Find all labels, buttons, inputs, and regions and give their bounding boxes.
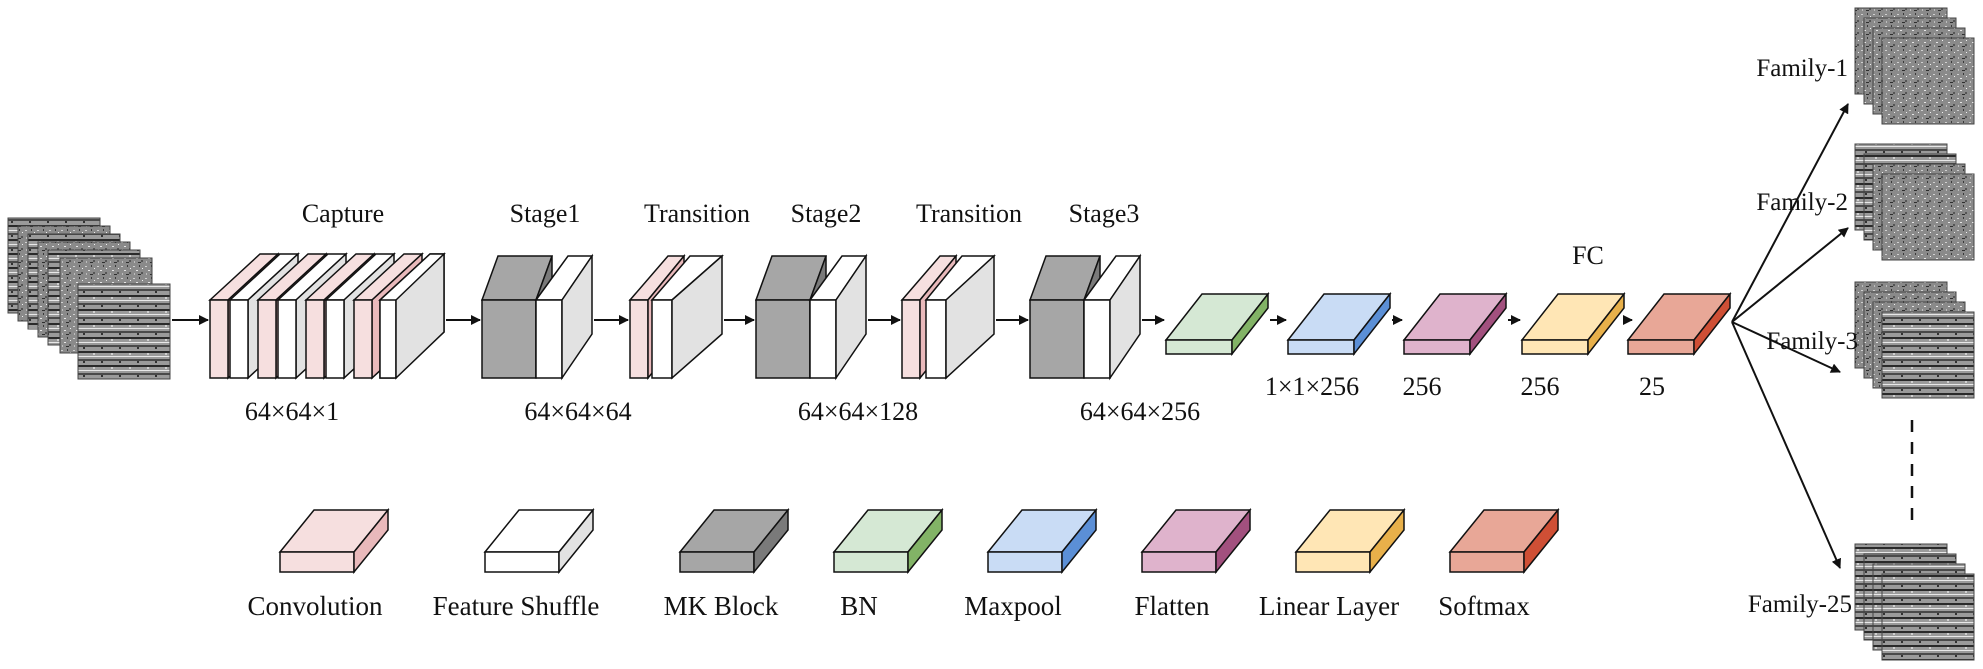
legend-linear-layer-swatch bbox=[1294, 507, 1406, 575]
legend-softmax-label: Softmax bbox=[1438, 591, 1530, 621]
legend-mk-block-swatch bbox=[678, 507, 790, 575]
capture-label: Capture bbox=[302, 199, 384, 228]
stage2-label: Stage2 bbox=[791, 199, 862, 228]
softmax-dimension: 25 bbox=[1639, 372, 1665, 401]
input-image-stack bbox=[7, 217, 171, 380]
capture-dimension: 64×64×1 bbox=[245, 397, 339, 426]
family-3-label: Family-3 bbox=[1766, 328, 1858, 355]
family-1-image-stack bbox=[1854, 7, 1975, 125]
transition2-label: Transition bbox=[916, 199, 1022, 228]
legend-bn-label: BN bbox=[840, 591, 878, 621]
legend-maxpool-label: Maxpool bbox=[964, 591, 1062, 621]
legend-flatten-label: Flatten bbox=[1135, 591, 1210, 621]
arrow-to-family-25 bbox=[1731, 321, 1841, 569]
fc-label: FC bbox=[1572, 241, 1604, 270]
stage1-block bbox=[480, 253, 594, 381]
legend-linear-layer-label: Linear Layer bbox=[1259, 591, 1399, 621]
legend-convolution-label: Convolution bbox=[247, 591, 383, 621]
legend-convolution-swatch bbox=[278, 507, 390, 575]
stage3-dimension: 64×64×256 bbox=[1080, 397, 1200, 426]
family-25-image-stack bbox=[1854, 543, 1975, 661]
transition2-block bbox=[900, 253, 996, 381]
stage2-block bbox=[754, 253, 868, 381]
transition1-label: Transition bbox=[644, 199, 750, 228]
capture-block bbox=[208, 252, 446, 380]
linear-layer-dimension: 256 bbox=[1521, 372, 1560, 401]
stage2-dimension: 64×64×128 bbox=[798, 397, 918, 426]
stage1-dimension: 64×64×64 bbox=[524, 397, 631, 426]
flatten-dimension: 256 bbox=[1403, 372, 1442, 401]
legend: Convolution Feature Shuffle MK Block BN … bbox=[247, 507, 1560, 621]
arrow-to-family-2 bbox=[1731, 227, 1849, 323]
family-3-image-stack bbox=[1854, 281, 1975, 399]
feature-shuffle-wide-slab bbox=[378, 252, 446, 380]
legend-softmax-swatch bbox=[1448, 507, 1560, 575]
output-arrows bbox=[1731, 103, 1849, 569]
maxpool-slab bbox=[1286, 291, 1392, 357]
flatten-slab bbox=[1402, 291, 1508, 357]
legend-bn-swatch bbox=[832, 507, 944, 575]
transition1-block bbox=[628, 253, 724, 381]
legend-mk-block-label: MK Block bbox=[664, 591, 779, 621]
stage1-label: Stage1 bbox=[510, 199, 581, 228]
legend-flatten-swatch bbox=[1140, 507, 1252, 575]
family-2-image-stack bbox=[1854, 143, 1975, 261]
stage3-block bbox=[1028, 253, 1142, 381]
family-2-label: Family-2 bbox=[1756, 189, 1848, 216]
arrow-to-family-3 bbox=[1731, 321, 1841, 373]
legend-maxpool-swatch bbox=[986, 507, 1098, 575]
maxpool-dimension: 1×1×256 bbox=[1265, 372, 1359, 401]
softmax-slab bbox=[1626, 291, 1732, 357]
bn-slab bbox=[1164, 291, 1270, 357]
family-25-label: Family-25 bbox=[1748, 591, 1852, 618]
family-1-label: Family-1 bbox=[1756, 55, 1848, 82]
legend-feature-shuffle-label: Feature Shuffle bbox=[433, 591, 600, 621]
linear-layer-slab bbox=[1520, 291, 1626, 357]
arrow-to-family-1 bbox=[1731, 103, 1849, 323]
stage3-label: Stage3 bbox=[1069, 199, 1140, 228]
legend-feature-shuffle-swatch bbox=[483, 507, 595, 575]
